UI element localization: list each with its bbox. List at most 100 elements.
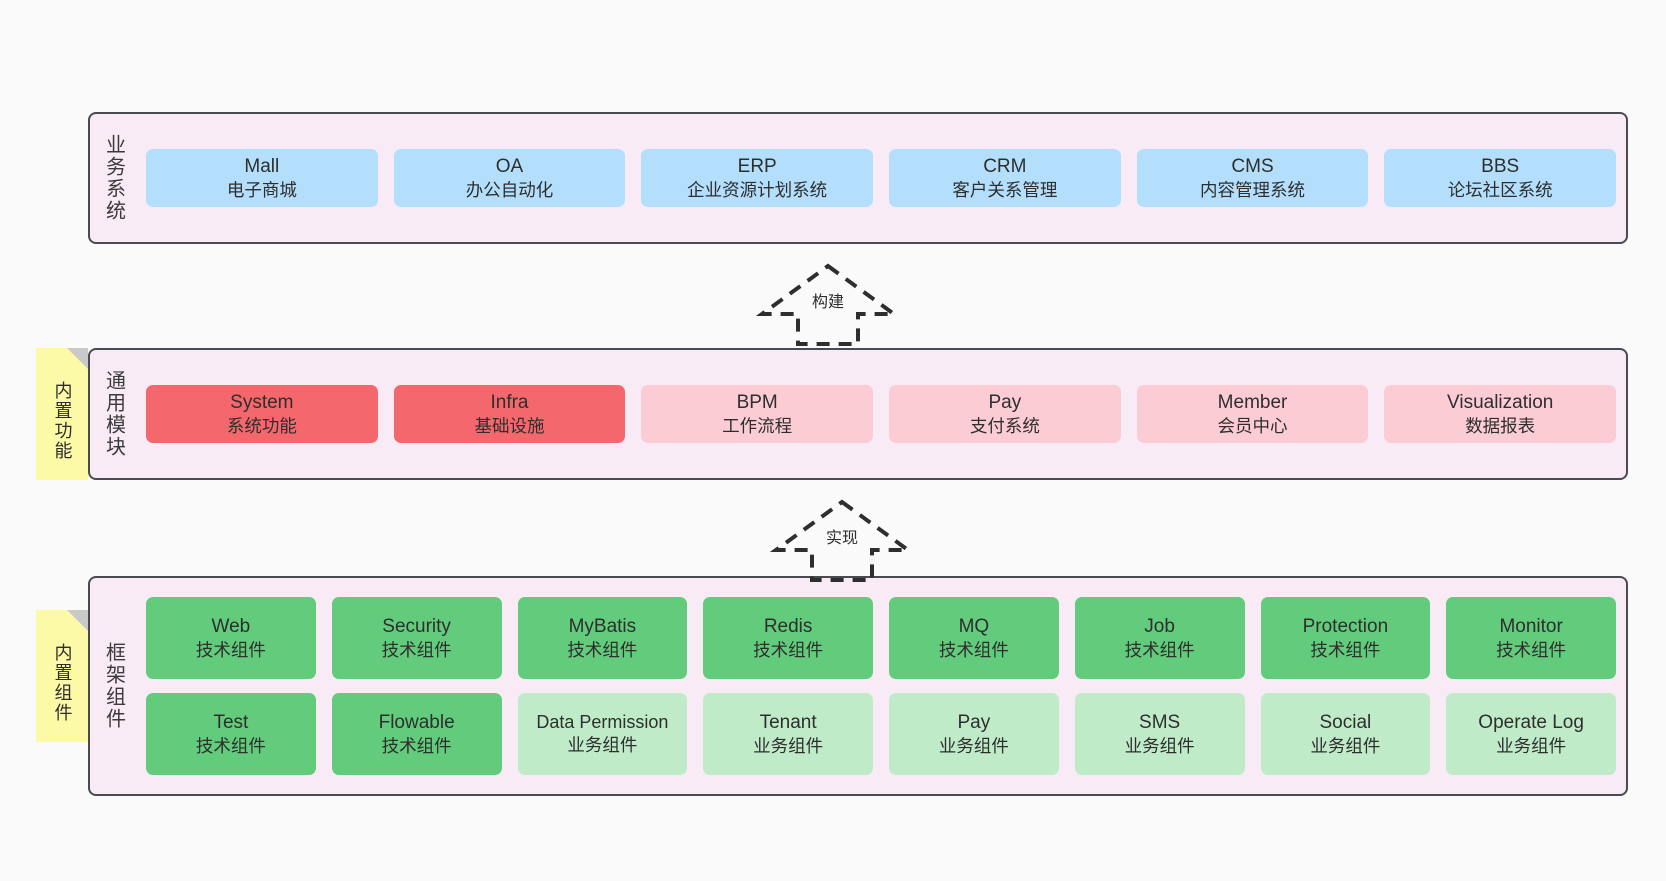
node-cn-label: 技术组件 [381, 735, 452, 756]
node-bpm[interactable]: BPM 工作流程 [641, 384, 874, 444]
node-en-label: Security [382, 615, 451, 637]
connector-build-arrow: 构建 [755, 262, 901, 348]
node-cn-label: 工作流程 [722, 415, 793, 436]
note-fold-corner-icon [67, 348, 88, 369]
node-row: System 系统功能 Infra 基础设施 BPM 工作流程 Pay 支付系统… [146, 384, 1617, 444]
node-en-label: Pay [957, 711, 991, 733]
node-cn-label: 论坛社区系统 [1447, 179, 1553, 200]
node-cn-label: 技术组件 [195, 735, 266, 756]
node-tenant[interactable]: Tenant 业务组件 [703, 693, 873, 775]
node-cn-label: 技术组件 [195, 639, 266, 660]
node-infra[interactable]: Infra 基础设施 [393, 384, 626, 444]
node-oa[interactable]: OA 办公自动化 [393, 148, 626, 208]
node-cn-label: 内容管理系统 [1200, 179, 1306, 200]
node-en-label: BPM [736, 391, 778, 413]
node-pay-business[interactable]: Pay 业务组件 [889, 693, 1059, 775]
node-en-label: Flowable [378, 711, 455, 733]
node-en-label: Tenant [759, 711, 817, 733]
node-en-label: Infra [490, 391, 529, 413]
node-en-label: Mall [244, 155, 280, 177]
layer-title-framework: 框架组件 [102, 642, 125, 730]
node-mall[interactable]: Mall 电子商城 [146, 148, 378, 208]
node-cn-label: 基础设施 [474, 415, 545, 436]
node-operate-log[interactable]: Operate Log 业务组件 [1446, 693, 1616, 775]
node-en-label: MQ [958, 615, 990, 637]
node-cn-label: 会员中心 [1217, 415, 1288, 436]
node-cn-label: 业务组件 [567, 735, 638, 756]
node-en-label: SMS [1139, 711, 1181, 733]
node-en-label: Data Permission [536, 712, 669, 733]
hollow-arrow-up-icon [755, 263, 901, 346]
layer-common-module: 通用模块 System 系统功能 Infra 基础设施 BPM 工作流程 Pay… [88, 348, 1628, 480]
node-crm[interactable]: CRM 客户关系管理 [889, 148, 1121, 208]
node-cn-label: 技术组件 [381, 639, 452, 660]
node-erp[interactable]: ERP 企业资源计划系统 [641, 148, 874, 208]
node-mq[interactable]: MQ 技术组件 [889, 597, 1059, 679]
node-data-permission[interactable]: Data Permission 业务组件 [517, 693, 688, 775]
node-cn-label: 业务组件 [938, 735, 1009, 756]
node-sms[interactable]: SMS 业务组件 [1074, 693, 1245, 775]
node-en-label: Web [211, 615, 251, 637]
node-job[interactable]: Job 技术组件 [1074, 597, 1245, 679]
node-cn-label: 业务组件 [1496, 735, 1567, 756]
node-cn-label: 技术组件 [1310, 639, 1381, 660]
node-row: Test 技术组件 Flowable 技术组件 Data Permission … [146, 693, 1616, 775]
node-mybatis[interactable]: MyBatis 技术组件 [517, 597, 688, 679]
node-cn-label: 系统功能 [226, 415, 297, 436]
node-row: Web 技术组件 Security 技术组件 MyBatis 技术组件 Redi… [146, 597, 1616, 679]
layer-title-common: 通用模块 [102, 370, 125, 458]
node-cn-label: 技术组件 [1496, 639, 1567, 660]
layer-body-common: System 系统功能 Infra 基础设施 BPM 工作流程 Pay 支付系统… [136, 350, 1626, 478]
node-row: Mall 电子商城 OA 办公自动化 ERP 企业资源计划系统 CRM 客户关系… [146, 148, 1617, 208]
node-cn-label: 技术组件 [1124, 639, 1195, 660]
node-pay[interactable]: Pay 支付系统 [889, 384, 1121, 444]
node-monitor[interactable]: Monitor 技术组件 [1446, 597, 1616, 679]
node-en-label: ERP [737, 155, 777, 177]
node-en-label: MyBatis [568, 615, 637, 637]
node-cn-label: 支付系统 [969, 415, 1040, 436]
node-cn-label: 电子商城 [226, 179, 297, 200]
note-label: 内置功能 [52, 381, 73, 461]
node-cn-label: 业务组件 [1310, 735, 1381, 756]
node-security[interactable]: Security 技术组件 [331, 597, 502, 679]
note-label: 内置组件 [52, 643, 73, 723]
node-cn-label: 业务组件 [753, 735, 824, 756]
layer-title-business: 业务系统 [102, 134, 125, 222]
node-en-label: Test [213, 711, 249, 733]
node-en-label: Job [1144, 615, 1175, 637]
node-en-label: System [230, 391, 294, 413]
node-cms[interactable]: CMS 内容管理系统 [1136, 148, 1369, 208]
node-en-label: Visualization [1447, 391, 1554, 413]
node-en-label: OA [495, 155, 524, 177]
node-cn-label: 技术组件 [938, 639, 1009, 660]
node-visualization[interactable]: Visualization 数据报表 [1384, 384, 1617, 444]
node-cn-label: 业务组件 [1124, 735, 1195, 756]
node-redis[interactable]: Redis 技术组件 [703, 597, 873, 679]
node-web[interactable]: Web 技术组件 [146, 597, 316, 679]
node-member[interactable]: Member 会员中心 [1136, 384, 1369, 444]
node-system[interactable]: System 系统功能 [146, 384, 378, 444]
node-en-label: Social [1319, 711, 1372, 733]
hollow-arrow-up-icon [769, 499, 915, 582]
node-bbs[interactable]: BBS 论坛社区系统 [1384, 148, 1617, 208]
node-en-label: Redis [763, 615, 813, 637]
node-en-label: BBS [1481, 155, 1520, 177]
sticky-note-builtin-component: 内置组件 [36, 610, 88, 742]
layer-body-business: Mall 电子商城 OA 办公自动化 ERP 企业资源计划系统 CRM 客户关系… [136, 114, 1626, 242]
node-en-label: Protection [1302, 615, 1389, 637]
node-protection[interactable]: Protection 技术组件 [1260, 597, 1431, 679]
node-flowable[interactable]: Flowable 技术组件 [331, 693, 502, 775]
node-cn-label: 办公自动化 [465, 179, 554, 200]
layer-body-framework: Web 技术组件 Security 技术组件 MyBatis 技术组件 Redi… [136, 578, 1626, 794]
node-test[interactable]: Test 技术组件 [146, 693, 316, 775]
connector-implement-arrow: 实现 [769, 498, 915, 584]
node-social[interactable]: Social 业务组件 [1260, 693, 1431, 775]
sticky-note-builtin-function: 内置功能 [36, 348, 88, 480]
node-en-label: CMS [1231, 155, 1274, 177]
node-en-label: Pay [988, 391, 1022, 413]
node-cn-label: 企业资源计划系统 [687, 179, 828, 200]
node-cn-label: 技术组件 [753, 639, 824, 660]
node-cn-label: 客户关系管理 [952, 179, 1058, 200]
node-en-label: Monitor [1499, 615, 1563, 637]
